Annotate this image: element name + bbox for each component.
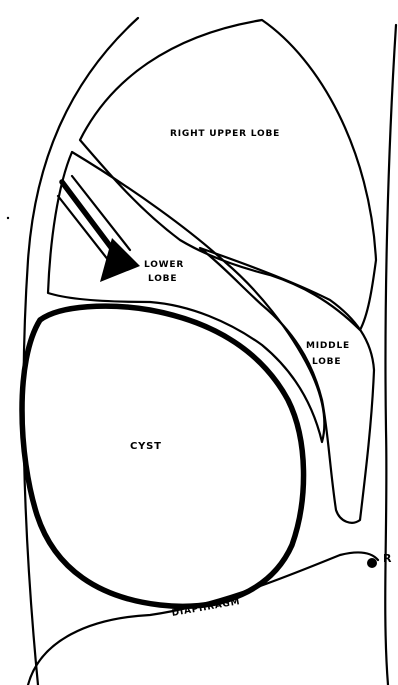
right-upper-lobe-outline — [80, 20, 376, 330]
chest-wall-left — [23, 18, 138, 685]
stray-mark — [7, 217, 9, 219]
lower-lobe-label-line1: LOWER — [144, 259, 184, 272]
middle-lobe-label-line2: LOBE — [312, 356, 341, 369]
cyst-label: CYST — [130, 440, 162, 453]
cyst-outline — [22, 306, 304, 606]
right-upper-lobe-label: RIGHT UPPER LOBE — [170, 128, 280, 141]
middle-lobe-label-line1: MIDDLE — [306, 340, 350, 353]
chest-wall-right — [385, 25, 396, 685]
r-marker-dot — [367, 558, 377, 568]
middle-lobe-outline — [200, 248, 374, 523]
r-marker-label: R — [383, 552, 392, 565]
lower-lobe-label-line2: LOBE — [148, 273, 177, 286]
diaphragm-outline — [28, 553, 378, 685]
lower-lobe-outline — [48, 152, 324, 442]
